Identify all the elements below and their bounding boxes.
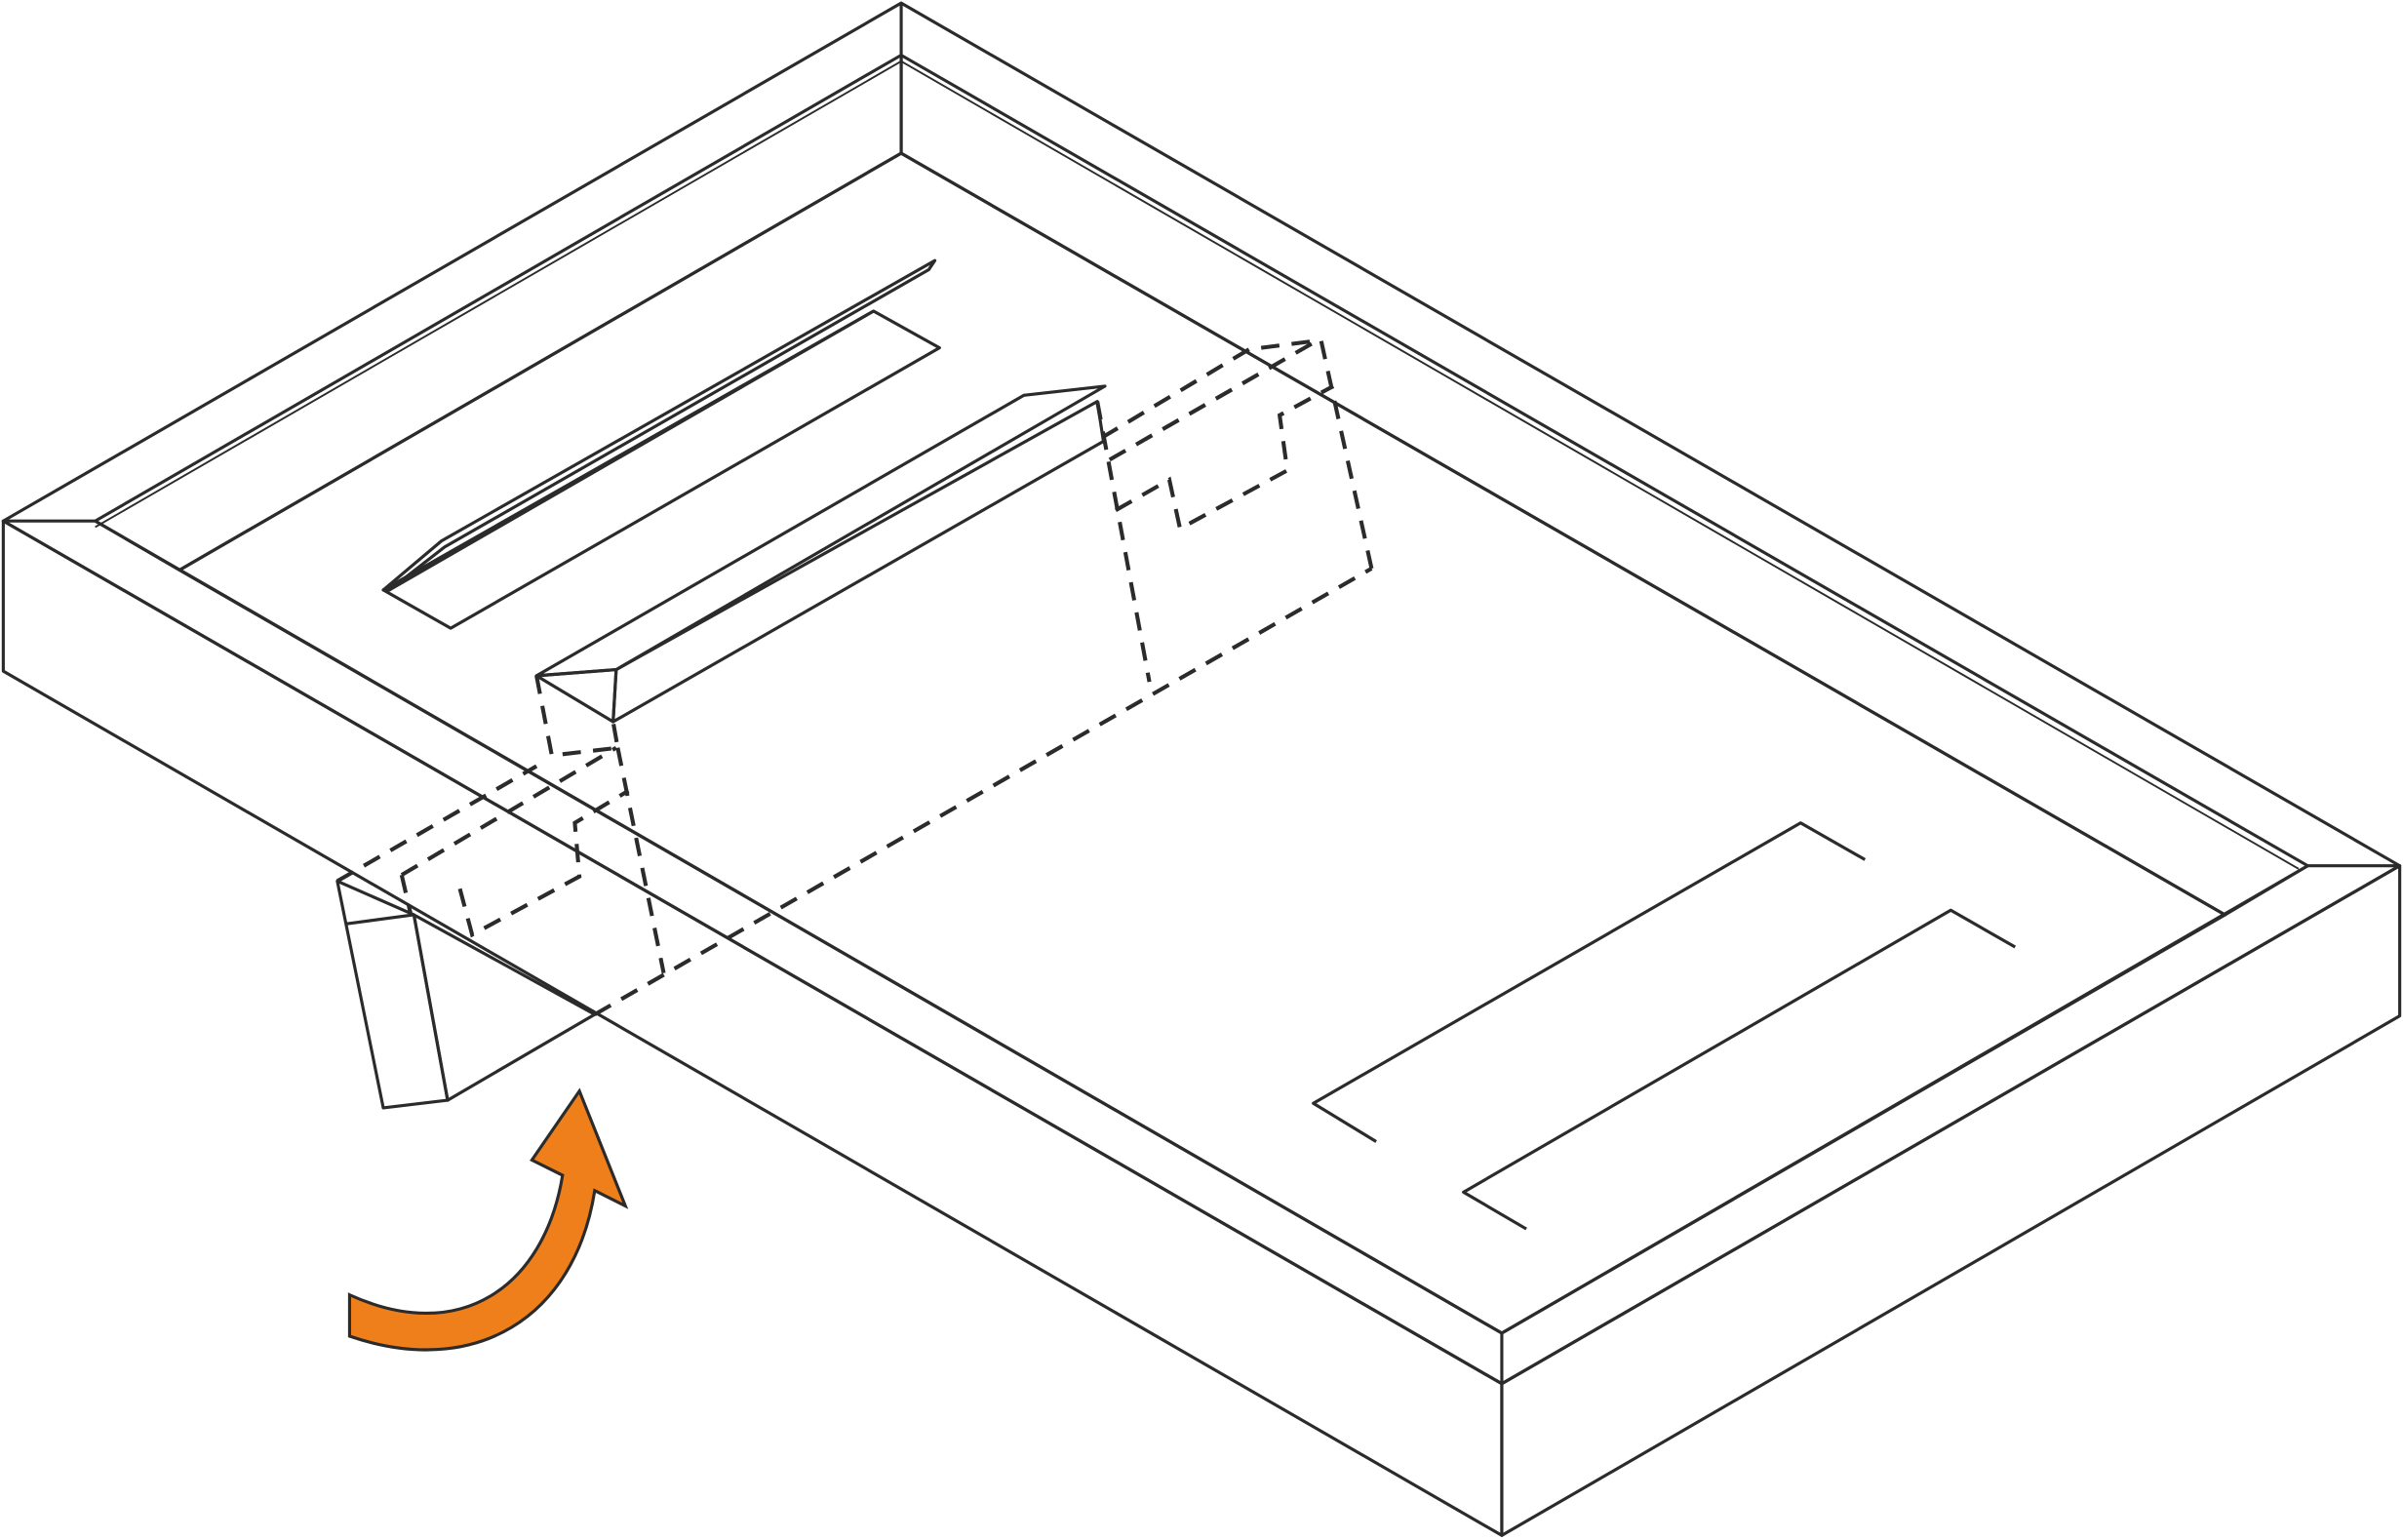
floor-marking bbox=[1462, 908, 2017, 1231]
tray-back-left-wall bbox=[94, 53, 903, 573]
floor-marking bbox=[1312, 821, 1867, 1143]
drain-slot-lip bbox=[381, 258, 937, 592]
hidden-lines bbox=[335, 337, 1374, 1016]
rotation-arrow-icon bbox=[347, 1087, 629, 1352]
gutter-front-face bbox=[611, 400, 1106, 724]
drain-slot-opening bbox=[381, 309, 941, 630]
removed-piece-side bbox=[335, 879, 450, 1110]
drain-slot-lip-edge bbox=[388, 309, 875, 592]
rim-inner-line bbox=[900, 60, 2300, 870]
removed-piece-edge bbox=[344, 913, 414, 926]
rim-inner-line bbox=[95, 60, 902, 529]
tray-right-side bbox=[1500, 864, 2402, 1537]
gutter-end-face bbox=[534, 668, 618, 724]
tray-floor bbox=[177, 151, 2227, 1335]
tray-rim-top bbox=[1, 1, 2402, 1386]
tray-left-side bbox=[1, 519, 1504, 1537]
removed-piece-face bbox=[412, 913, 597, 1102]
